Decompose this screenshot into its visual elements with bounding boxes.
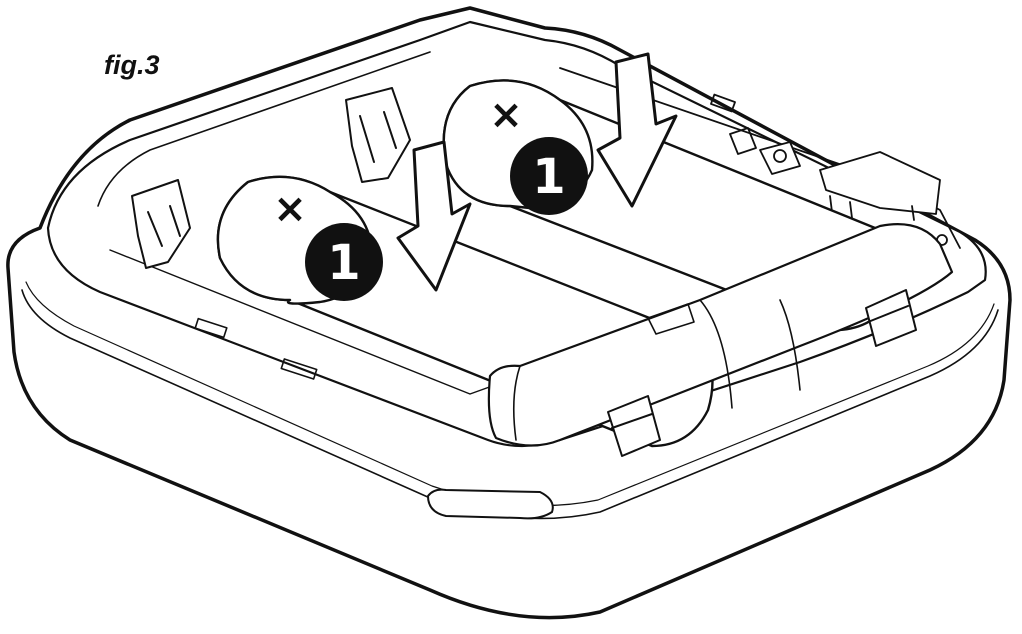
push-button	[759, 141, 801, 175]
push-button-cap	[773, 149, 787, 163]
step-badge-left-circle	[305, 223, 383, 301]
spring-contact-front	[131, 179, 191, 269]
board-slot	[710, 93, 736, 113]
figure-label: fig.3	[104, 50, 160, 80]
slot-left-2	[280, 358, 318, 380]
front-wall-seam-2	[779, 299, 801, 391]
spring-contacts-left	[131, 87, 411, 269]
spring-contact-rear	[345, 87, 411, 183]
front-wall-slot	[647, 303, 695, 335]
step-badge-left-number: 1	[327, 235, 360, 291]
front-wall-seam-3	[512, 365, 521, 441]
spring-contact-front-detail	[147, 205, 181, 247]
battery-right-minus-mark: ×	[489, 92, 523, 138]
front-notch	[427, 488, 554, 520]
slot-left-1	[194, 317, 228, 339]
battery-left-minus-mark: ×	[273, 186, 307, 232]
arrow-left-shape	[396, 140, 472, 292]
switch-housing	[819, 151, 941, 215]
step-badge-right: 1	[510, 137, 588, 215]
circuit-board-area	[559, 67, 961, 249]
tray-back-wall-left	[97, 51, 431, 207]
arrow-right-shape	[596, 52, 678, 208]
clip-front-left	[607, 395, 661, 457]
insert-arrow-left	[396, 140, 472, 292]
front-right-wall	[487, 223, 954, 457]
clip-front-right	[865, 289, 917, 347]
front-wall-seam-1	[699, 299, 733, 409]
step-badge-right-number: 1	[532, 149, 565, 205]
step-badge-right-circle	[510, 137, 588, 215]
insert-arrow-right	[596, 52, 678, 208]
step-badge-left: 1	[305, 223, 383, 301]
board-clip	[729, 127, 757, 155]
spring-contact-rear-detail	[359, 111, 397, 163]
